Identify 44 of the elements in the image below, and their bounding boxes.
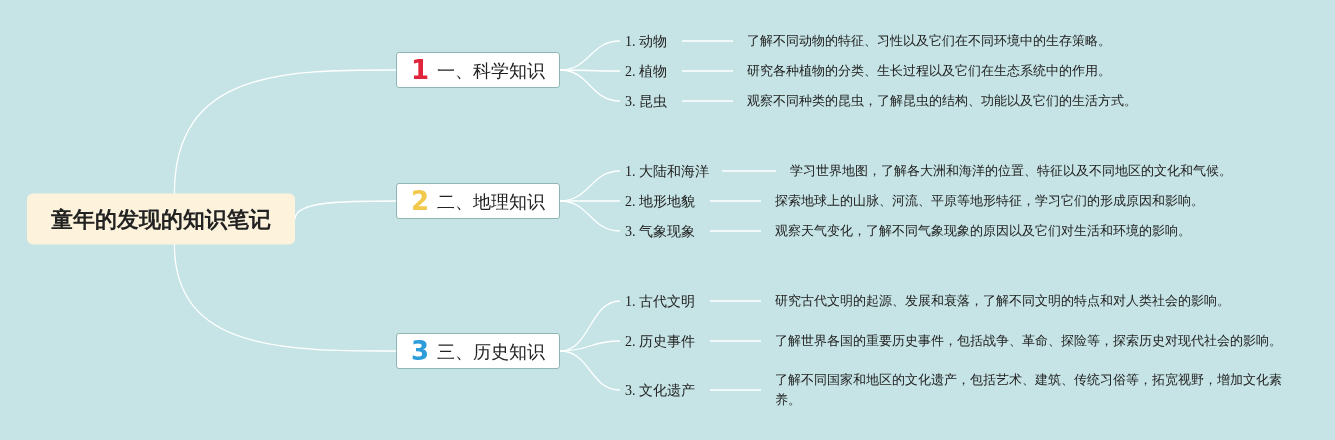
connector-line <box>721 170 777 172</box>
connector-line <box>559 69 621 102</box>
connector-line <box>709 389 762 391</box>
number-label: 2 <box>410 188 430 214</box>
topic-label: 一、科学知识 <box>437 58 546 83</box>
description-text: 观察不同种类的昆虫，了解昆虫的结构、功能以及它们的生活方式。 <box>733 91 1293 111</box>
description-text: 探索地球上的山脉、河流、平原等地形特征，学习它们的形成原因和影响。 <box>761 191 1261 211</box>
subtopic-label: 1. 古代文明 <box>620 290 760 312</box>
topic-label: 三、历史知识 <box>437 339 546 364</box>
subtopic-label: 3. 文化遗产 <box>620 379 760 401</box>
subtopic-label: 2. 地形地貌 <box>620 190 760 212</box>
subtopic-label: 3. 气象现象 <box>620 220 760 242</box>
description-text: 学习世界地图，了解各大洲和海洋的位置、特征以及不同地区的文化和气候。 <box>776 161 1276 181</box>
connector-line <box>681 70 734 72</box>
subtopic-label: 2. 历史事件 <box>620 330 760 352</box>
branch-topic-box <box>396 183 560 219</box>
description-text: 了解不同国家和地区的文化遗产，包括艺术、建筑、传统习俗等，拓宽视野，增加文化素养。 <box>761 370 1286 410</box>
description-text: 了解世界各国的重要历史事件，包括战争、革命、探险等，探索历史对现代社会的影响。 <box>761 331 1286 351</box>
branch-topic-box <box>396 333 560 369</box>
connector-line <box>173 243 397 352</box>
connector-line <box>709 300 762 302</box>
subtopic-label: 2. 植物 <box>620 60 732 82</box>
connector-line <box>681 100 734 102</box>
number-label: 1 <box>410 57 430 83</box>
branch-topic-box <box>396 52 560 88</box>
subtopic-label: 1. 动物 <box>620 30 732 52</box>
root-topic-box: 童年的发现的知识笔记 <box>27 193 295 245</box>
number-label: 3 <box>410 338 430 364</box>
description-text: 观察天气变化，了解不同气象现象的原因以及它们对生活和环境的影响。 <box>761 221 1261 241</box>
description-text: 了解不同动物的特征、习性以及它们在不同环境中的生存策略。 <box>733 31 1293 51</box>
connector-line <box>709 230 762 232</box>
connector-line <box>173 69 397 195</box>
connector-line <box>681 40 734 42</box>
connector-line <box>709 340 762 342</box>
connector-line <box>709 200 762 202</box>
topic-label: 二、地理知识 <box>437 189 546 214</box>
subtopic-label: 3. 昆虫 <box>620 90 732 112</box>
connector-line <box>559 350 621 391</box>
description-text: 研究各种植物的分类、生长过程以及它们在生态系统中的作用。 <box>733 61 1293 81</box>
connector-line <box>294 200 397 220</box>
description-text: 研究古代文明的起源、发展和衰落，了解不同文明的特点和对人类社会的影响。 <box>761 291 1301 311</box>
connector-line <box>559 340 621 352</box>
subtopic-label: 1. 大陆和海洋 <box>620 160 772 182</box>
connector-line <box>559 200 621 232</box>
